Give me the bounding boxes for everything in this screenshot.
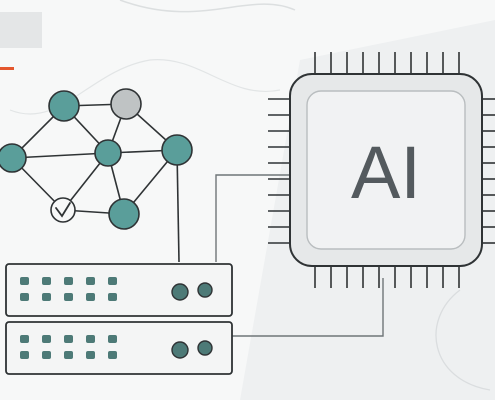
server-led xyxy=(20,293,29,301)
connector-lines xyxy=(215,174,384,337)
server-led xyxy=(108,293,117,301)
server-led xyxy=(64,277,73,285)
server-led-grid xyxy=(20,277,117,301)
chip-label: AI xyxy=(351,131,421,214)
chip-core xyxy=(306,90,466,250)
server-led xyxy=(20,351,29,359)
server-led xyxy=(64,293,73,301)
server-knob xyxy=(197,340,213,356)
server-led xyxy=(42,293,51,301)
network-node xyxy=(0,143,27,173)
server-led xyxy=(86,293,95,301)
server-knob xyxy=(171,283,189,301)
server-knob xyxy=(197,282,213,298)
check-circle-icon xyxy=(50,197,76,223)
server-led xyxy=(86,277,95,285)
server-led xyxy=(42,335,51,343)
chip-pins xyxy=(268,52,495,288)
network-node xyxy=(108,198,140,230)
server-knob xyxy=(171,341,189,359)
server-led xyxy=(42,351,51,359)
server-led-grid xyxy=(20,335,117,359)
network-node xyxy=(48,90,80,122)
server-led xyxy=(42,277,51,285)
header-placeholder-block xyxy=(0,12,42,48)
network-node xyxy=(161,134,193,166)
server-unit xyxy=(5,321,233,375)
server-led xyxy=(20,335,29,343)
server-led xyxy=(64,335,73,343)
server-led xyxy=(108,335,117,343)
ai-chip-icon: AI xyxy=(268,52,495,288)
network-edges xyxy=(11,103,180,263)
server-rack-icon xyxy=(5,263,233,375)
accent-dash xyxy=(0,67,14,70)
neural-network-icon xyxy=(0,88,193,263)
server-led xyxy=(108,351,117,359)
server-led xyxy=(86,351,95,359)
network-node xyxy=(94,139,122,167)
server-unit xyxy=(5,263,233,317)
server-led xyxy=(20,277,29,285)
server-led xyxy=(108,277,117,285)
network-node xyxy=(110,88,142,120)
server-led xyxy=(64,351,73,359)
server-led xyxy=(86,335,95,343)
